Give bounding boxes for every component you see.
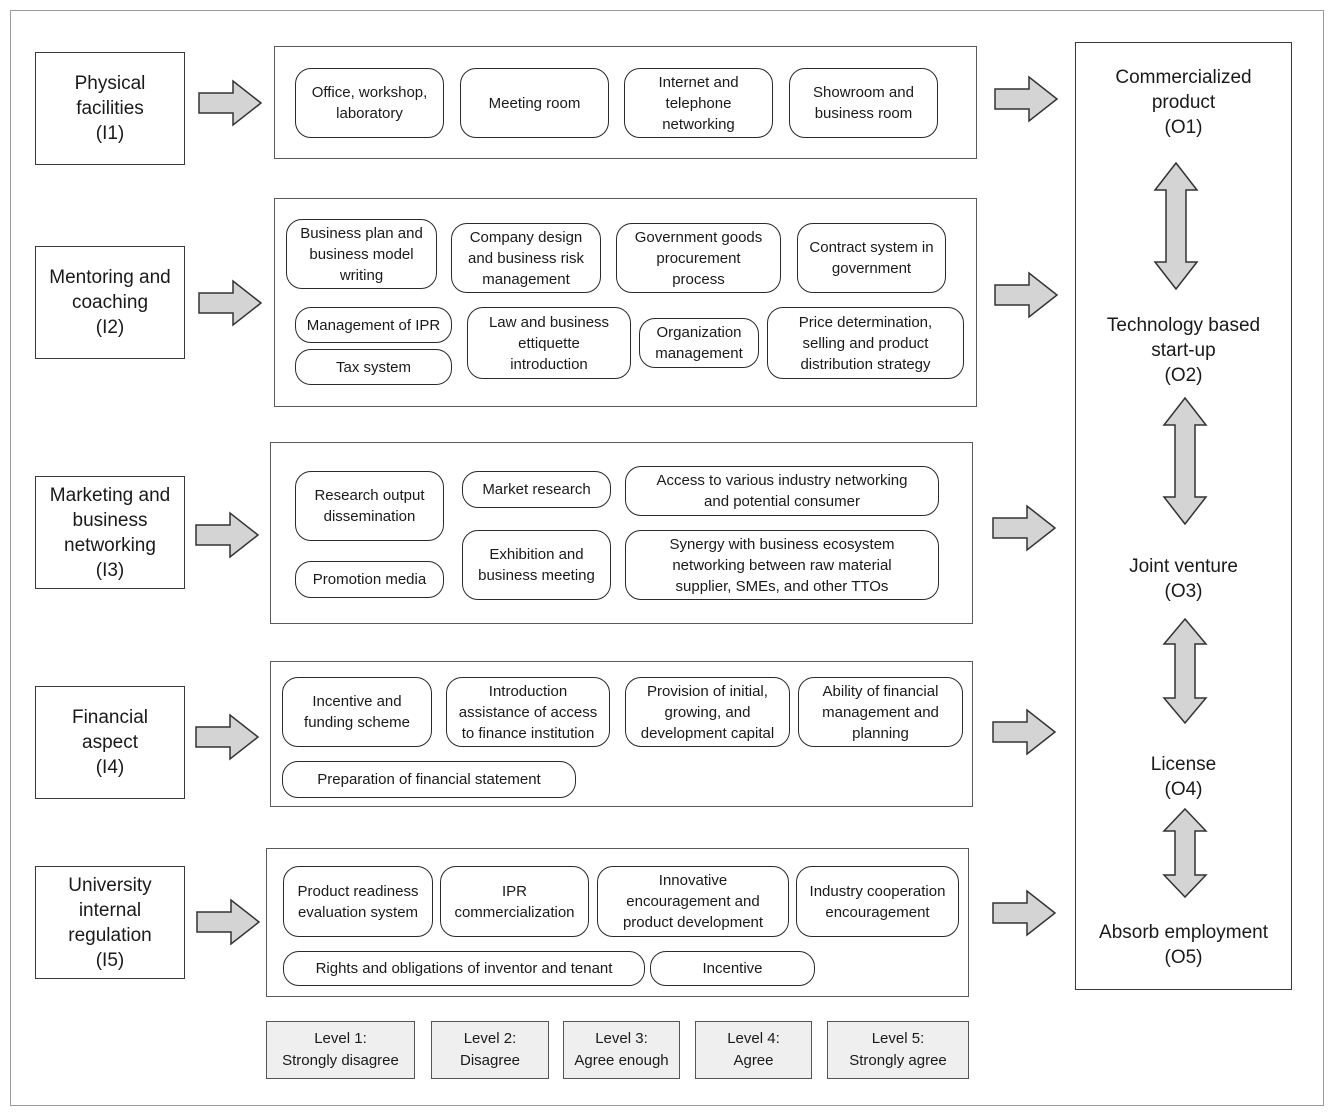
double-arrow-icon [1162,617,1208,725]
item-pill: Rights and obligations of inventor and t… [283,951,645,986]
item-pill: Internet and telephone networking [624,68,773,138]
arrow-right-icon [195,713,260,761]
item-pill: Synergy with business ecosystem networki… [625,530,939,600]
double-arrow-icon [1162,396,1208,526]
item-pill: Access to various industry networking an… [625,466,939,516]
input-line: University [68,874,152,896]
item-pill: Government goods procurement process [616,223,781,293]
arrow-right-icon [992,889,1057,937]
input-box-i3: Marketing and business networking (I3) [35,476,185,589]
input-line: business [72,509,148,531]
input-line: Financial [71,707,149,728]
input-line: (I3) [95,559,125,581]
output-o3: Joint venture (O3) [1129,556,1238,602]
item-pill: Meeting room [460,68,609,138]
level-box: Level 3: Agree enough [563,1021,680,1079]
input-box-i4: Financial aspect (I4) [35,686,185,799]
level-box: Level 2: Disagree [431,1021,549,1079]
item-pill: IPR commercialization [440,866,589,937]
item-pill: Provision of initial, growing, and devel… [625,677,790,747]
item-pill: Incentive [650,951,815,986]
input-box-i2: Mentoring and coaching (I2) [35,246,185,359]
arrow-right-icon [195,511,260,559]
item-pill: Promotion media [295,561,444,598]
arrow-right-icon [994,75,1059,123]
item-pill: Law and business ettiquette introduction [467,307,631,379]
output-o5: Absorb employment (O5) [1099,922,1268,968]
item-pill: Company design and business risk managem… [451,223,601,293]
item-pill: Contract system in government [797,223,946,293]
input-line: (I2) [95,317,125,338]
item-pill: Office, workshop, laboratory [295,68,444,138]
item-pill: Ability of financial management and plan… [798,677,963,747]
input-line: (I5) [95,949,125,971]
input-box-i1: Physical facilities (I1) [35,52,185,165]
diagram-frame [10,10,1324,1106]
input-line: coaching [71,292,149,313]
item-pill: Price determination, selling and product… [767,307,964,379]
level-box: Level 4: Agree [695,1021,812,1079]
double-arrow-icon [1153,161,1199,291]
item-pill: Introduction assistance of access to fin… [446,677,610,747]
item-pill: Innovative encouragement and product dev… [597,866,789,937]
input-line: (I1) [95,123,125,144]
item-pill: Preparation of financial statement [282,761,576,798]
item-pill: Tax system [295,349,452,385]
output-o4: License (O4) [1150,754,1217,800]
input-line: regulation [68,924,152,946]
arrow-right-icon [994,271,1059,319]
input-line: internal [78,899,142,921]
item-pill: Showroom and business room [789,68,938,138]
item-pill: Organization management [639,318,759,368]
arrow-right-icon [992,708,1057,756]
item-pill: Market research [462,471,611,508]
item-pill: Industry cooperation encouragement [796,866,959,937]
arrow-right-icon [196,898,261,946]
item-pill: Business plan and business model writing [286,219,437,289]
level-box: Level 5: Strongly agree [827,1021,969,1079]
input-line: Physical [74,73,146,94]
input-line: aspect [82,732,138,753]
input-line: facilities [76,98,144,119]
item-pill: Management of IPR [295,307,452,343]
arrow-right-icon [198,79,263,127]
input-box-i5: University internal regulation (I5) [35,866,185,979]
input-line: networking [64,534,156,556]
input-line: Marketing and [49,484,171,506]
item-pill: Exhibition and business meeting [462,530,611,600]
double-arrow-icon [1162,807,1208,899]
level-box: Level 1: Strongly disagree [266,1021,415,1079]
item-pill: Product readiness evaluation system [283,866,433,937]
item-pill: Incentive and funding scheme [282,677,432,747]
input-line: (I4) [95,757,125,778]
output-o1: Commercialized product (O1) [1115,67,1252,138]
input-line: Mentoring and [49,267,171,288]
item-pill: Research output dissemination [295,471,444,541]
output-o2: Technology based start-up (O2) [1106,315,1261,386]
arrow-right-icon [992,504,1057,552]
arrow-right-icon [198,279,263,327]
